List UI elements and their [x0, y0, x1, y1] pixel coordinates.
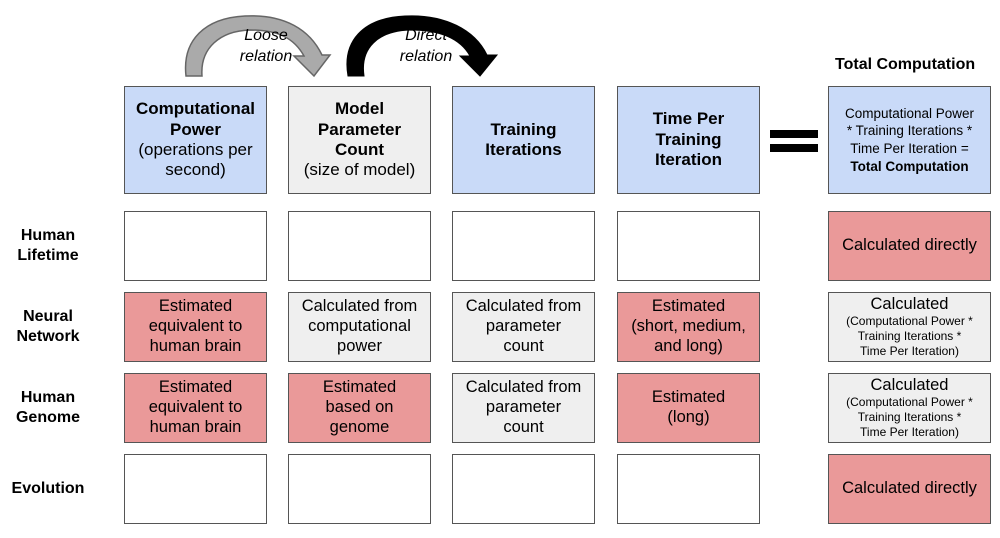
cell-lifetime-computational-power	[124, 211, 267, 281]
row-label-neural-network: Neural Network	[16, 308, 80, 345]
header-training-iterations: Training Iterations	[452, 86, 595, 194]
cell-lifetime-total: Calculated directly	[828, 211, 991, 281]
loose-relation-arrow	[184, 15, 332, 78]
cell-genome-time-per-iteration: Estimated(long)	[617, 373, 760, 443]
equals-sign-bottom-bar	[770, 144, 818, 152]
cell-lifetime-training-iterations	[452, 211, 595, 281]
direct-relation-label: Direct relation	[399, 27, 453, 65]
direct-relation-arrow	[346, 15, 499, 77]
cell-genome-total: Calculated (Computational Power * Traini…	[828, 373, 991, 443]
total-computation-title: Total Computation	[835, 56, 976, 73]
equals-sign-top-bar	[770, 130, 818, 138]
loose-relation-label: Loose relation	[239, 27, 293, 65]
cell-lifetime-parameter-count	[288, 211, 431, 281]
row-label-human-genome: Human Genome	[15, 389, 80, 426]
relation-arrows	[184, 15, 499, 78]
row-label-evolution: Evolution	[11, 480, 85, 497]
cell-evolution-computational-power	[124, 454, 267, 524]
row-label-human-lifetime: Human Lifetime	[17, 227, 79, 264]
header-time-per-training-iteration: Time Per Training Iteration	[617, 86, 760, 194]
cell-evolution-total: Calculated directly	[828, 454, 991, 524]
cell-evolution-training-iterations	[452, 454, 595, 524]
cell-evolution-time-per-iteration	[617, 454, 760, 524]
header-computational-power: Computational Power (operations per seco…	[124, 86, 267, 194]
cell-evolution-parameter-count	[288, 454, 431, 524]
cell-nn-total: Calculated (Computational Power * Traini…	[828, 292, 991, 362]
header-total-computation: Computational Power * Training Iteration…	[828, 86, 991, 194]
header-model-parameter-count: Model Parameter Count (size of model)	[288, 86, 431, 194]
cell-lifetime-time-per-iteration	[617, 211, 760, 281]
cell-nn-time-per-iteration: Estimated(short, medium,and long)	[617, 292, 760, 362]
